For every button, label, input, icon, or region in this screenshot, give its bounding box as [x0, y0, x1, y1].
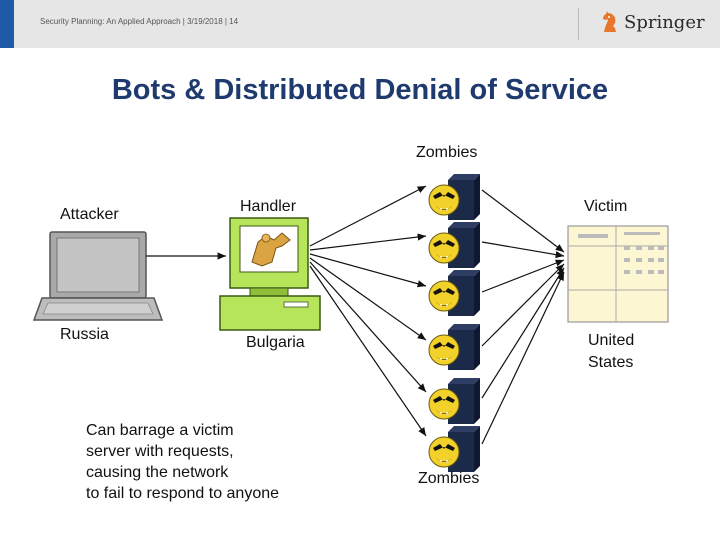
zombie-face-icon [428, 173, 481, 221]
springer-knight-icon [603, 11, 616, 32]
arrow-handler-to-zombie [309, 261, 427, 393]
description-line: to fail to respond to anyone [86, 485, 280, 502]
arrow-handler-to-zombie [309, 233, 427, 251]
header-divider [578, 8, 579, 40]
description-line: server with requests, [86, 443, 234, 460]
computer-icon [219, 217, 321, 331]
arrow-handler-to-zombie [309, 257, 427, 341]
arrow-zombie-to-victim [481, 263, 565, 347]
zombie-face-icon [428, 269, 481, 317]
handler-label: Handler [240, 198, 297, 215]
zombie-face-icon [428, 323, 481, 371]
zombie-face-icon [428, 221, 481, 269]
slide-header: Security Planning: An Applied Approach |… [0, 0, 720, 48]
zombie-face-icon [428, 377, 481, 425]
united-states-label-line2: States [588, 354, 634, 371]
zombies-top-label: Zombies [416, 144, 478, 161]
arrow-handler-to-zombie [309, 253, 427, 288]
logo-text: Springer [624, 11, 705, 33]
bulgaria-label: Bulgaria [246, 334, 305, 351]
description-line: Can barrage a victim [86, 422, 234, 439]
arrow-handler-to-zombie [309, 185, 427, 247]
arrow-zombie-to-victim [481, 271, 565, 445]
victim-label: Victim [584, 198, 628, 215]
header-accent-bar [0, 0, 14, 48]
springer-logo: Springer [600, 10, 705, 34]
arrow-zombie-to-victim [481, 241, 565, 259]
connection-arrows [146, 185, 565, 445]
slide-title: Bots & Distributed Denial of Service [111, 74, 609, 106]
laptop-icon [32, 231, 164, 321]
arrow-zombie-to-victim [481, 267, 565, 399]
arrow-handler-to-zombie [309, 265, 427, 437]
arrow-zombie-to-victim [481, 189, 565, 253]
arrow-zombie-to-victim [481, 259, 565, 293]
united-states-label-line1: United [588, 332, 635, 349]
zombie-face-icon [428, 425, 481, 473]
zombies-bottom-label: Zombies [418, 470, 480, 487]
ddos-description: Can barrage a victim server with request… [86, 420, 279, 504]
russia-label: Russia [60, 326, 109, 343]
breadcrumb: Security Planning: An Applied Approach |… [40, 17, 239, 26]
attacker-label: Attacker [60, 206, 119, 223]
description-line: causing the network [86, 464, 229, 481]
server-icon [567, 225, 669, 323]
